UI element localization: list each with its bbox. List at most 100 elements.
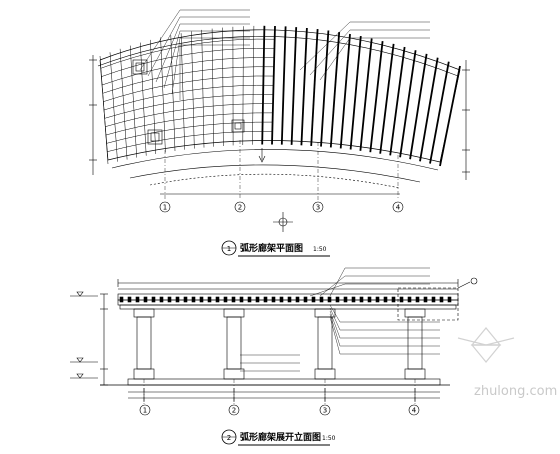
elev-note-leader [329,316,341,355]
plan-note-leader [163,30,181,89]
plan-rafter [389,46,406,156]
plan-beam-line [100,38,275,69]
plan-beam-line [103,84,274,111]
elev-axis-3: 3 [319,404,331,416]
plan-axis-bubbles: 1 2 3 4 [159,201,404,213]
plan-axis-1: 1 [159,201,171,213]
elev-note-leader [329,310,341,339]
plan-column-core [234,122,242,130]
elev-note-leader [309,283,346,297]
elev-rafter-end [335,296,340,303]
plan-rafter [290,27,298,145]
plan-rafter [129,45,137,158]
plan-inner-arc-2 [111,149,439,171]
elev-rafter-end [175,296,180,303]
elev-annotations [240,267,440,372]
elev-column-4 [404,308,426,380]
plan-rafter [119,48,128,160]
elev-rafter-end [431,296,436,303]
elev-rafter-end [159,296,164,303]
plan-beam-line [107,131,273,152]
plan-rafter [349,36,362,150]
plan-view [89,9,470,232]
plan-rafter [280,26,287,145]
elev-rafter-end [279,296,284,303]
elev-note-leader [319,275,346,297]
plan-rafter [170,35,176,152]
plan-rafter [140,42,147,156]
plan-beam-line [105,112,273,136]
svg-text:4: 4 [396,204,401,212]
plan-beam-line [103,75,274,102]
elev-rafter-end [247,296,252,303]
plan-note-leader [171,37,181,95]
elev-rafter-end [207,296,212,303]
plan-beam-line [101,48,275,77]
plan-note-leader [309,29,351,76]
elev-rafter-end [135,296,140,303]
plan-note-leader [319,37,351,81]
elev-axis-4: 4 [408,404,420,416]
elev-note-leader [329,307,341,331]
plan-rafter [222,27,224,147]
plan-rafter [300,27,308,146]
plan-axis-4: 4 [392,201,404,213]
plan-scale: 1:50 [313,246,327,253]
plan-rafter [329,32,341,148]
elev-rafter-end [271,296,276,303]
elev-rafter-end [183,296,188,303]
plan-beam-line [105,103,274,127]
elev-rafter-end [415,296,420,303]
plan-beam-line [104,94,274,119]
elev-note-leader [329,304,341,323]
plan-rafter [201,29,205,148]
elev-rafter-end [343,296,348,303]
plan-beam-line [101,57,275,86]
plan-title-block: 1 弧形廊架平面图 1:50 [221,240,330,257]
elev-ground-slab [127,378,441,386]
svg-text:4: 4 [412,407,417,415]
plan-rafter [150,39,157,155]
plan-rafters [99,25,461,167]
svg-text:3: 3 [323,407,327,415]
plan-axis-2: 2 [234,201,246,213]
plan-rafter [379,43,395,154]
elev-rafter-end [199,296,204,303]
plan-column-core [135,62,145,72]
plan-rafter [429,61,450,164]
plan-rafter [320,30,330,147]
plan-note-leader [299,21,351,71]
plan-rafter [409,53,428,160]
plan-rafter [369,41,384,153]
elev-rafter-end [151,296,156,303]
plan-note-leader [147,16,181,77]
plan-rafter [339,33,351,149]
elev-rafter-end [295,296,300,303]
elev-detail-box [397,287,459,321]
elev-rafter-end [423,296,428,303]
plan-note-leader [139,9,181,71]
plan-rafter [419,57,439,162]
plan-title-number: 1 [227,245,231,253]
elev-rafter-end [367,296,372,303]
watermark-text: zhulong.com [474,384,557,399]
plan-rafter [359,38,373,151]
watermark: zhulong.com [457,327,557,399]
elev-rafter-end [263,296,268,303]
plan-column [147,129,163,145]
elev-rafter-end [215,296,220,303]
elev-rafter-end [359,296,364,303]
elev-rafter-end [327,296,332,303]
elev-bottom-beam [119,304,457,310]
elev-rafter-end [143,296,148,303]
svg-text:2: 2 [232,407,236,415]
elev-rafter-end [311,296,316,303]
elev-axis-bubbles: 1 2 3 4 [139,404,420,416]
elev-rafter-end [383,296,388,303]
plan-annotations [139,9,430,100]
plan-outer-arc [99,29,461,71]
elev-rafter-end [447,296,452,303]
elev-rafter-end [351,296,356,303]
plan-rafter [439,65,461,167]
